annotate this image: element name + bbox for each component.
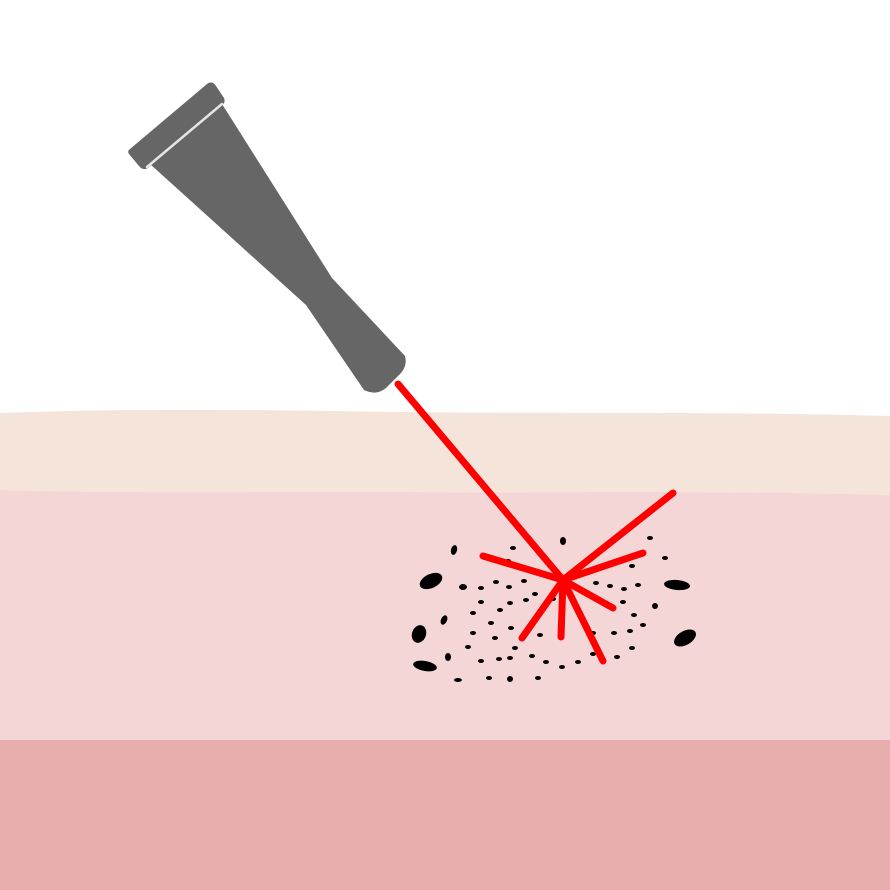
burst-ray — [518, 576, 567, 642]
ink-particle — [492, 636, 498, 640]
burst-ray — [557, 576, 567, 641]
burst-ray — [479, 552, 567, 584]
burst-ray — [559, 489, 677, 584]
ink-particle — [478, 659, 484, 663]
ink-particle — [627, 629, 633, 633]
ink-particle — [507, 601, 513, 605]
ink-particle — [445, 653, 451, 661]
burst-ray — [559, 576, 607, 665]
ink-particle — [507, 676, 513, 682]
skin-layer-subcutis — [0, 740, 890, 890]
ink-particle — [664, 579, 690, 591]
ink-particle — [560, 537, 566, 545]
ink-particle — [652, 603, 658, 609]
ink-particle — [521, 579, 527, 583]
ink-particle — [510, 546, 516, 550]
ink-particle — [512, 646, 518, 650]
ink-particle — [662, 556, 668, 560]
laser-handpiece-highlight — [145, 102, 224, 169]
laser-handpiece-body — [150, 104, 406, 393]
ink-particle — [543, 660, 549, 664]
ink-particle — [575, 660, 581, 664]
ink-particle — [607, 584, 613, 588]
ink-particle — [674, 629, 696, 647]
laser-burst — [479, 489, 677, 665]
ink-particle — [450, 545, 458, 555]
laser-beam — [394, 380, 567, 584]
burst-ray — [559, 549, 647, 584]
laser-handpiece-cap — [128, 82, 225, 170]
ink-particle — [620, 600, 626, 604]
ink-particle — [593, 581, 599, 585]
ink-particle — [507, 656, 513, 660]
ink-particle — [611, 631, 617, 635]
ink-particle — [559, 665, 565, 669]
ink-particle — [631, 613, 637, 617]
ink-particle — [411, 625, 427, 643]
ink-particle — [629, 646, 635, 650]
ink-particle — [523, 598, 529, 602]
ink-particle — [629, 564, 635, 568]
ink-particle — [478, 600, 484, 604]
ink-particle — [532, 592, 538, 596]
ink-particle — [486, 676, 492, 680]
ink-particle — [413, 660, 437, 672]
ink-particle — [506, 585, 512, 589]
ink-particle — [470, 631, 476, 635]
ink-particle — [478, 586, 484, 590]
ink-particle — [497, 608, 503, 612]
ink-particle — [465, 645, 471, 649]
ink-particle — [508, 626, 514, 630]
ink-particle — [621, 587, 627, 591]
ink-particle — [614, 655, 620, 659]
ink-particle — [529, 654, 535, 658]
skin-layers — [0, 409, 890, 890]
ink-particle — [535, 676, 541, 680]
ink-particle — [470, 611, 476, 615]
burst-ray — [559, 576, 617, 612]
ink-particle — [537, 633, 543, 637]
ink-particle — [635, 583, 641, 587]
ink-particle — [647, 536, 653, 540]
ink-particle — [496, 657, 502, 661]
skin-layer-epidermis — [0, 409, 890, 495]
ink-particle — [454, 678, 462, 682]
ink-particle — [459, 584, 467, 590]
ink-particle — [640, 623, 646, 627]
ink-particle — [419, 572, 443, 590]
laser-handpiece — [128, 82, 406, 393]
ink-particle — [590, 652, 596, 656]
ink-particle — [488, 621, 494, 625]
ink-particle — [493, 580, 499, 584]
tattoo-ink-particles — [411, 536, 696, 682]
ink-particle — [440, 615, 448, 625]
